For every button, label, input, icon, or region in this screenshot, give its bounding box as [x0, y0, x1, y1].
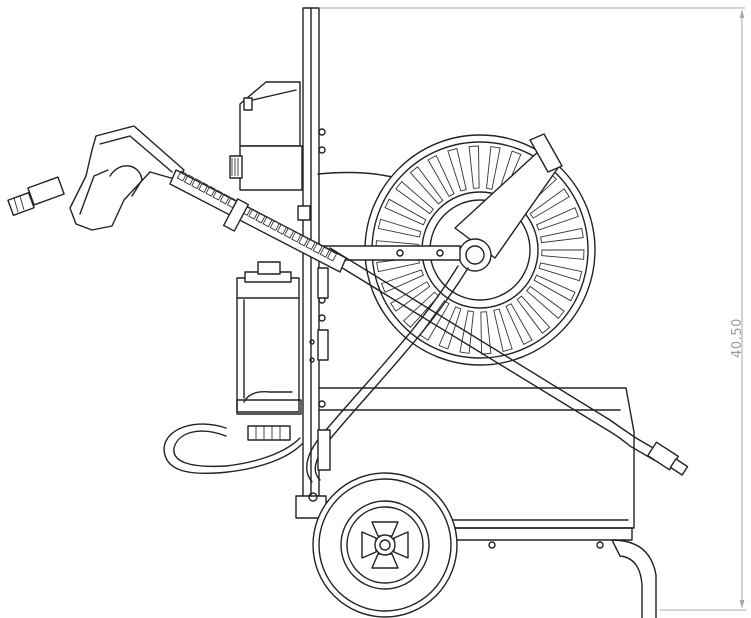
grip-segment: [212, 189, 223, 201]
hose-reel: [317, 133, 596, 366]
grip-segment: [312, 242, 323, 254]
grip-segment: [248, 208, 259, 220]
reel-spoke: [403, 291, 440, 328]
grip-segment: [319, 246, 331, 258]
spray-lance: [325, 247, 689, 476]
reel-spoke: [381, 269, 424, 293]
grip-segment: [205, 185, 216, 197]
grip-segment: [219, 193, 231, 205]
reel-spoke: [486, 146, 501, 190]
reel-spoke: [390, 281, 431, 312]
reel-spoke: [377, 218, 422, 238]
reel-spoke: [480, 311, 492, 355]
reel-spoke: [529, 188, 570, 219]
grip-segment: [191, 178, 202, 190]
height-dimension-label: 40.50: [730, 318, 745, 358]
reel-spoke: [526, 285, 565, 320]
grip-segment: [276, 223, 288, 235]
control-box: [229, 81, 303, 191]
reel-spoke: [540, 227, 584, 244]
detergent-tank: [236, 261, 302, 415]
height-dimension: 40.50: [320, 7, 746, 611]
outlet-hose: [163, 265, 469, 483]
reel-spoke: [384, 198, 427, 226]
grip-segment: [291, 231, 302, 243]
reel-spoke: [468, 145, 480, 189]
wheel: [312, 472, 458, 618]
reel-spoke: [459, 310, 474, 354]
grip-segment: [305, 239, 316, 251]
rear-foot: [611, 539, 657, 618]
grip-segment: [262, 216, 273, 228]
grip-segment: [176, 170, 188, 182]
reel-spoke: [409, 166, 444, 205]
grip-segment: [269, 219, 281, 232]
grip-segment: [298, 235, 309, 247]
grip-segment: [283, 227, 295, 239]
grip-segment: [183, 174, 195, 186]
spray-gun: [7, 125, 347, 273]
reel-spoke: [538, 262, 583, 282]
grip-segment: [326, 250, 338, 262]
vertical-mast: [295, 7, 327, 519]
reel-spoke: [516, 295, 551, 334]
reel-spoke: [533, 274, 576, 302]
reel-spoke: [493, 308, 513, 352]
reel-spoke: [427, 154, 455, 197]
reel-spoke: [536, 207, 579, 231]
grip-segment: [255, 212, 266, 224]
mast-brackets: [297, 205, 331, 471]
reel-spoke: [447, 148, 467, 192]
reel-spoke: [395, 180, 434, 215]
grip-segment: [198, 181, 209, 193]
reel-spoke: [541, 249, 585, 260]
reel-spoke: [505, 303, 533, 346]
